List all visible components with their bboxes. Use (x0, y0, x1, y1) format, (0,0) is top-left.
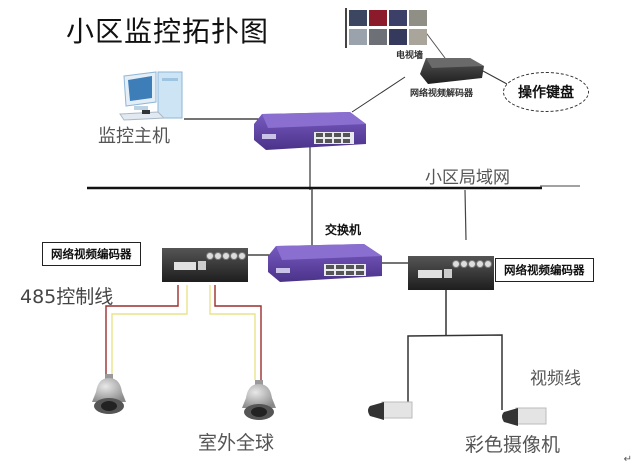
network-switch-icon (268, 244, 382, 282)
encoder-left-label: 网络视频编码器 (42, 242, 141, 266)
box-camera-icon (502, 407, 547, 426)
switch-label: 交换机 (325, 223, 362, 237)
dome-camera-icon (92, 374, 126, 414)
decoder-box-icon (420, 58, 484, 84)
encoder-box-icon (408, 256, 494, 290)
box-camera-icon (368, 401, 413, 420)
dome-camera-label: 室外全球 (198, 432, 275, 454)
control-line-label: 485控制线 (20, 286, 114, 308)
keyboard-node: 操作键盘 (503, 72, 589, 112)
tv-wall-label: 电视墙 (396, 51, 424, 61)
network-switch-icon (254, 112, 366, 150)
encoder-right-label: 网络视频编码器 (495, 258, 594, 282)
tv-wall-icon (345, 8, 427, 48)
lan-label: 小区局域网 (425, 168, 510, 188)
edge-decoder-keyboard (482, 70, 508, 85)
edge-switch-decoder (351, 76, 406, 113)
paragraph-mark: ↵ (623, 454, 632, 465)
desktop-computer-icon (119, 71, 183, 121)
video-line-label: 视频线 (530, 369, 581, 389)
decoder-label: 网络视频解码器 (410, 89, 474, 99)
keyboard-label: 操作键盘 (518, 85, 574, 101)
monitor-host-label: 监控主机 (98, 126, 170, 147)
edge-lan-encoder (464, 189, 467, 241)
control-line-left (105, 285, 188, 374)
box-camera-label: 彩色摄像机 (465, 434, 561, 456)
edge-tvwall-decoder (423, 29, 446, 59)
dome-camera-icon (242, 380, 276, 420)
control-line-right (209, 285, 262, 380)
encoder-box-icon (162, 248, 248, 282)
page-title: 小区监控拓扑图 (66, 15, 270, 48)
video-line-branch (407, 334, 503, 410)
